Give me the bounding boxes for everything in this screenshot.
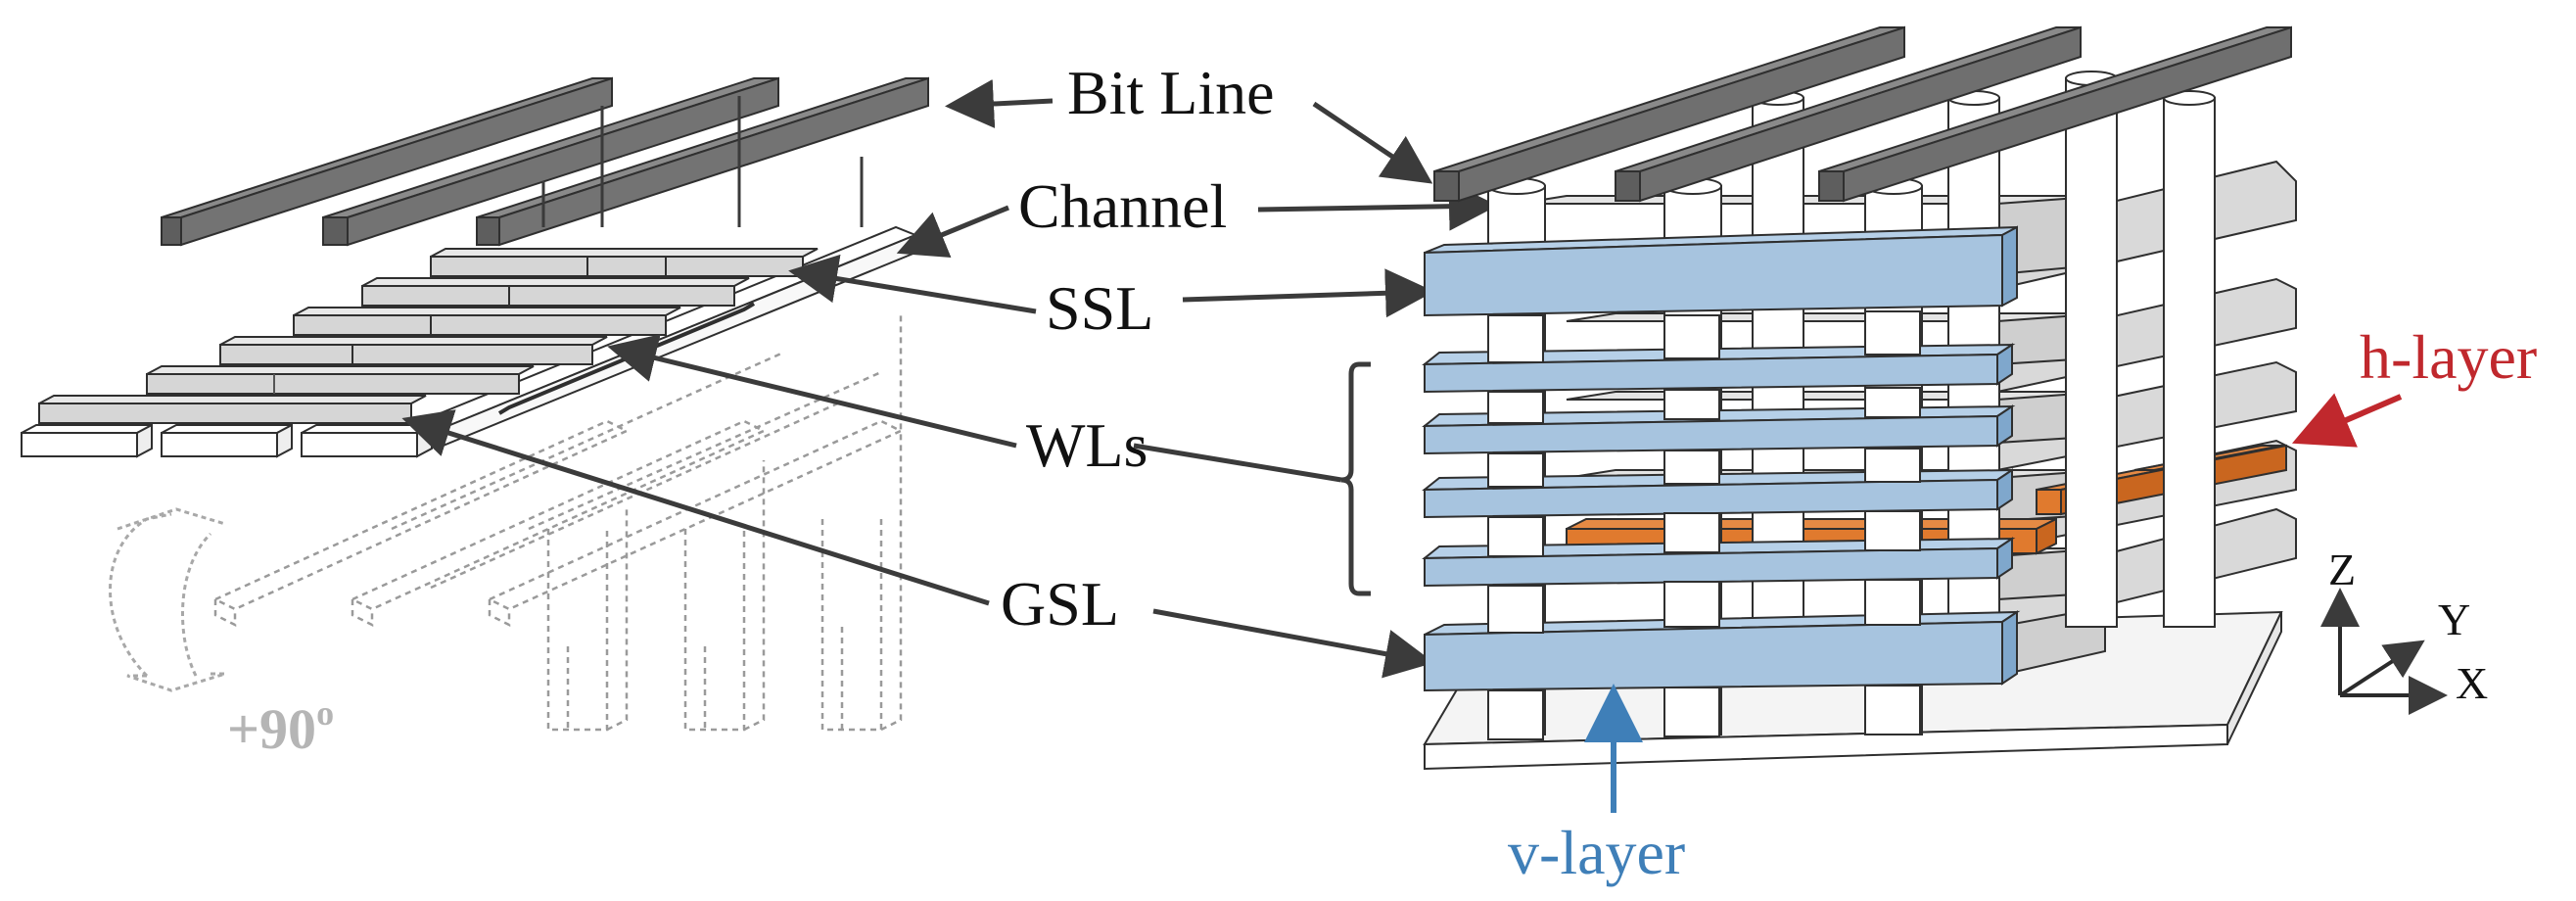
left-bit-lines [161,76,929,247]
gsl-plate-left [38,395,427,424]
wl-plate-left [361,277,750,307]
left-exploded-view: +90o [21,76,929,761]
gsl-label: GSL [1001,569,1119,639]
axis-x-label: X [2456,658,2488,708]
wls-label: WLs [1026,410,1147,480]
xyz-axes-icon [2320,588,2448,715]
ssl-plate [1424,225,2018,317]
bit-line-label: Bit Line [1067,58,1275,127]
bit-line [1818,25,2292,203]
labels: Bit Line Channel SSL WLs GSL [1001,58,1275,639]
bit-line [1433,25,1905,203]
wls-brace [1340,361,1371,596]
bit-line [322,76,779,247]
bit-line [476,76,929,247]
bit-line [1615,25,2082,203]
pillar-stubs [1487,310,1921,740]
wl-plate-left [293,307,681,336]
rotate-90-arrow-icon [109,507,226,692]
v-layer-label: v-layer [1508,818,1685,887]
wl-plate-left [219,336,608,365]
ssl-plate-left [430,248,819,277]
ssl-label: SSL [1046,273,1153,343]
left-channel-connectors [541,96,864,227]
axis-y-label: Y [2438,594,2470,644]
right-bit-lines [1433,25,2292,203]
bit-line [161,76,613,247]
h-layer-arrow [2291,393,2403,448]
rotated-ghost-outline [212,313,904,732]
base-blocks-left [21,423,433,458]
axis-z-label: Z [2328,545,2356,594]
h-layer-label: h-layer [2360,322,2537,392]
channel-label: Channel [1018,171,1227,241]
wl-plate-left [146,365,535,395]
right-3d-block [1422,25,2297,771]
left-word-lines [21,248,819,458]
rotation-label: +90o [227,693,334,761]
leader-lines [401,79,1498,679]
wl-plate [1422,537,2016,588]
